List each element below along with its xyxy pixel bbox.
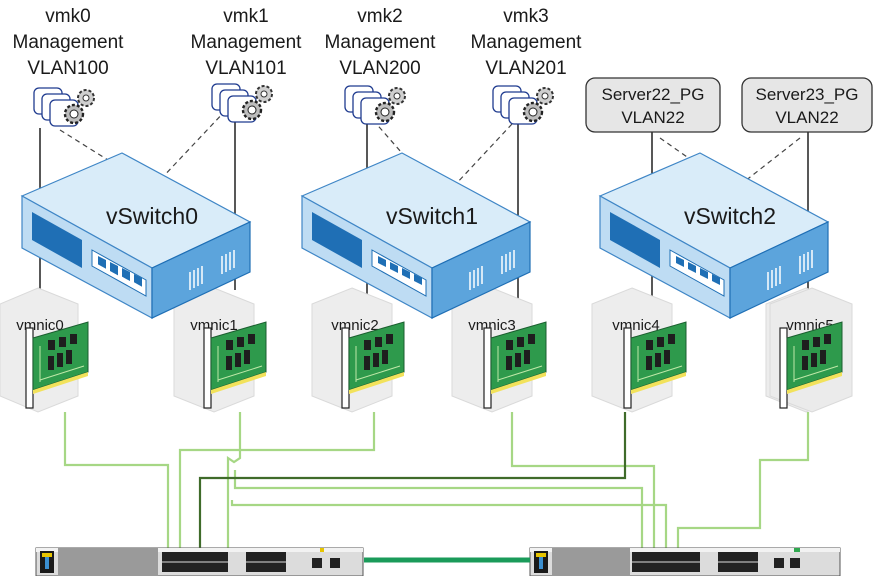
vmk0-name: vmk0 — [45, 6, 90, 27]
vmnic3-label: vmnic3 — [468, 317, 516, 334]
vmk0-vlan: VLAN100 — [27, 58, 108, 79]
vmk3-label: vmk3 Management VLAN201 — [471, 6, 583, 79]
physical-switch-left — [35, 547, 364, 576]
server23-pg-name: Server23_PG — [756, 85, 859, 104]
vswitch0-label: vSwitch0 — [106, 203, 198, 229]
vmk0-label: vmk0 Management VLAN100 — [13, 6, 125, 79]
vmk3-vlan: VLAN201 — [485, 58, 566, 79]
vswitch2-label: vSwitch2 — [684, 203, 776, 229]
physical-cables — [63, 412, 810, 548]
vmk3-name: vmk3 — [503, 6, 548, 27]
vmk3-type: Management — [471, 32, 583, 53]
vswitch2: vSwitch2 — [598, 152, 830, 320]
vmk1-type: Management — [191, 32, 303, 53]
server23-pg-vlan: VLAN22 — [775, 108, 838, 127]
server22-pg-name: Server22_PG — [602, 85, 705, 104]
vmk3-management-icon — [491, 84, 555, 126]
vswitch0-ports — [98, 256, 142, 285]
vmk1-vlan: VLAN101 — [205, 58, 286, 79]
vmnic1-label: vmnic1 — [190, 317, 238, 334]
server22-pg-box: Server22_PG VLAN22 — [585, 77, 721, 133]
vmk2-label: vmk2 Management VLAN200 — [325, 6, 437, 79]
server22-pg-vlan: VLAN22 — [621, 108, 684, 127]
vmk1-label: vmk1 Management VLAN101 — [191, 6, 303, 79]
vmk2-name: vmk2 — [357, 6, 402, 27]
vmk2-management-icon — [343, 84, 407, 126]
vmk1-name: vmk1 — [223, 6, 268, 27]
vswitch1-label: vSwitch1 — [386, 203, 478, 229]
vmk0-management-icon — [32, 86, 96, 128]
server23-pg-box: Server23_PG VLAN22 — [741, 77, 873, 133]
vmk2-type: Management — [325, 32, 437, 53]
vmk2-vlan: VLAN200 — [339, 58, 420, 79]
vswitch1: vSwitch1 — [300, 152, 532, 320]
vmk0-type: Management — [13, 32, 125, 53]
vmk1-management-icon — [210, 82, 274, 124]
